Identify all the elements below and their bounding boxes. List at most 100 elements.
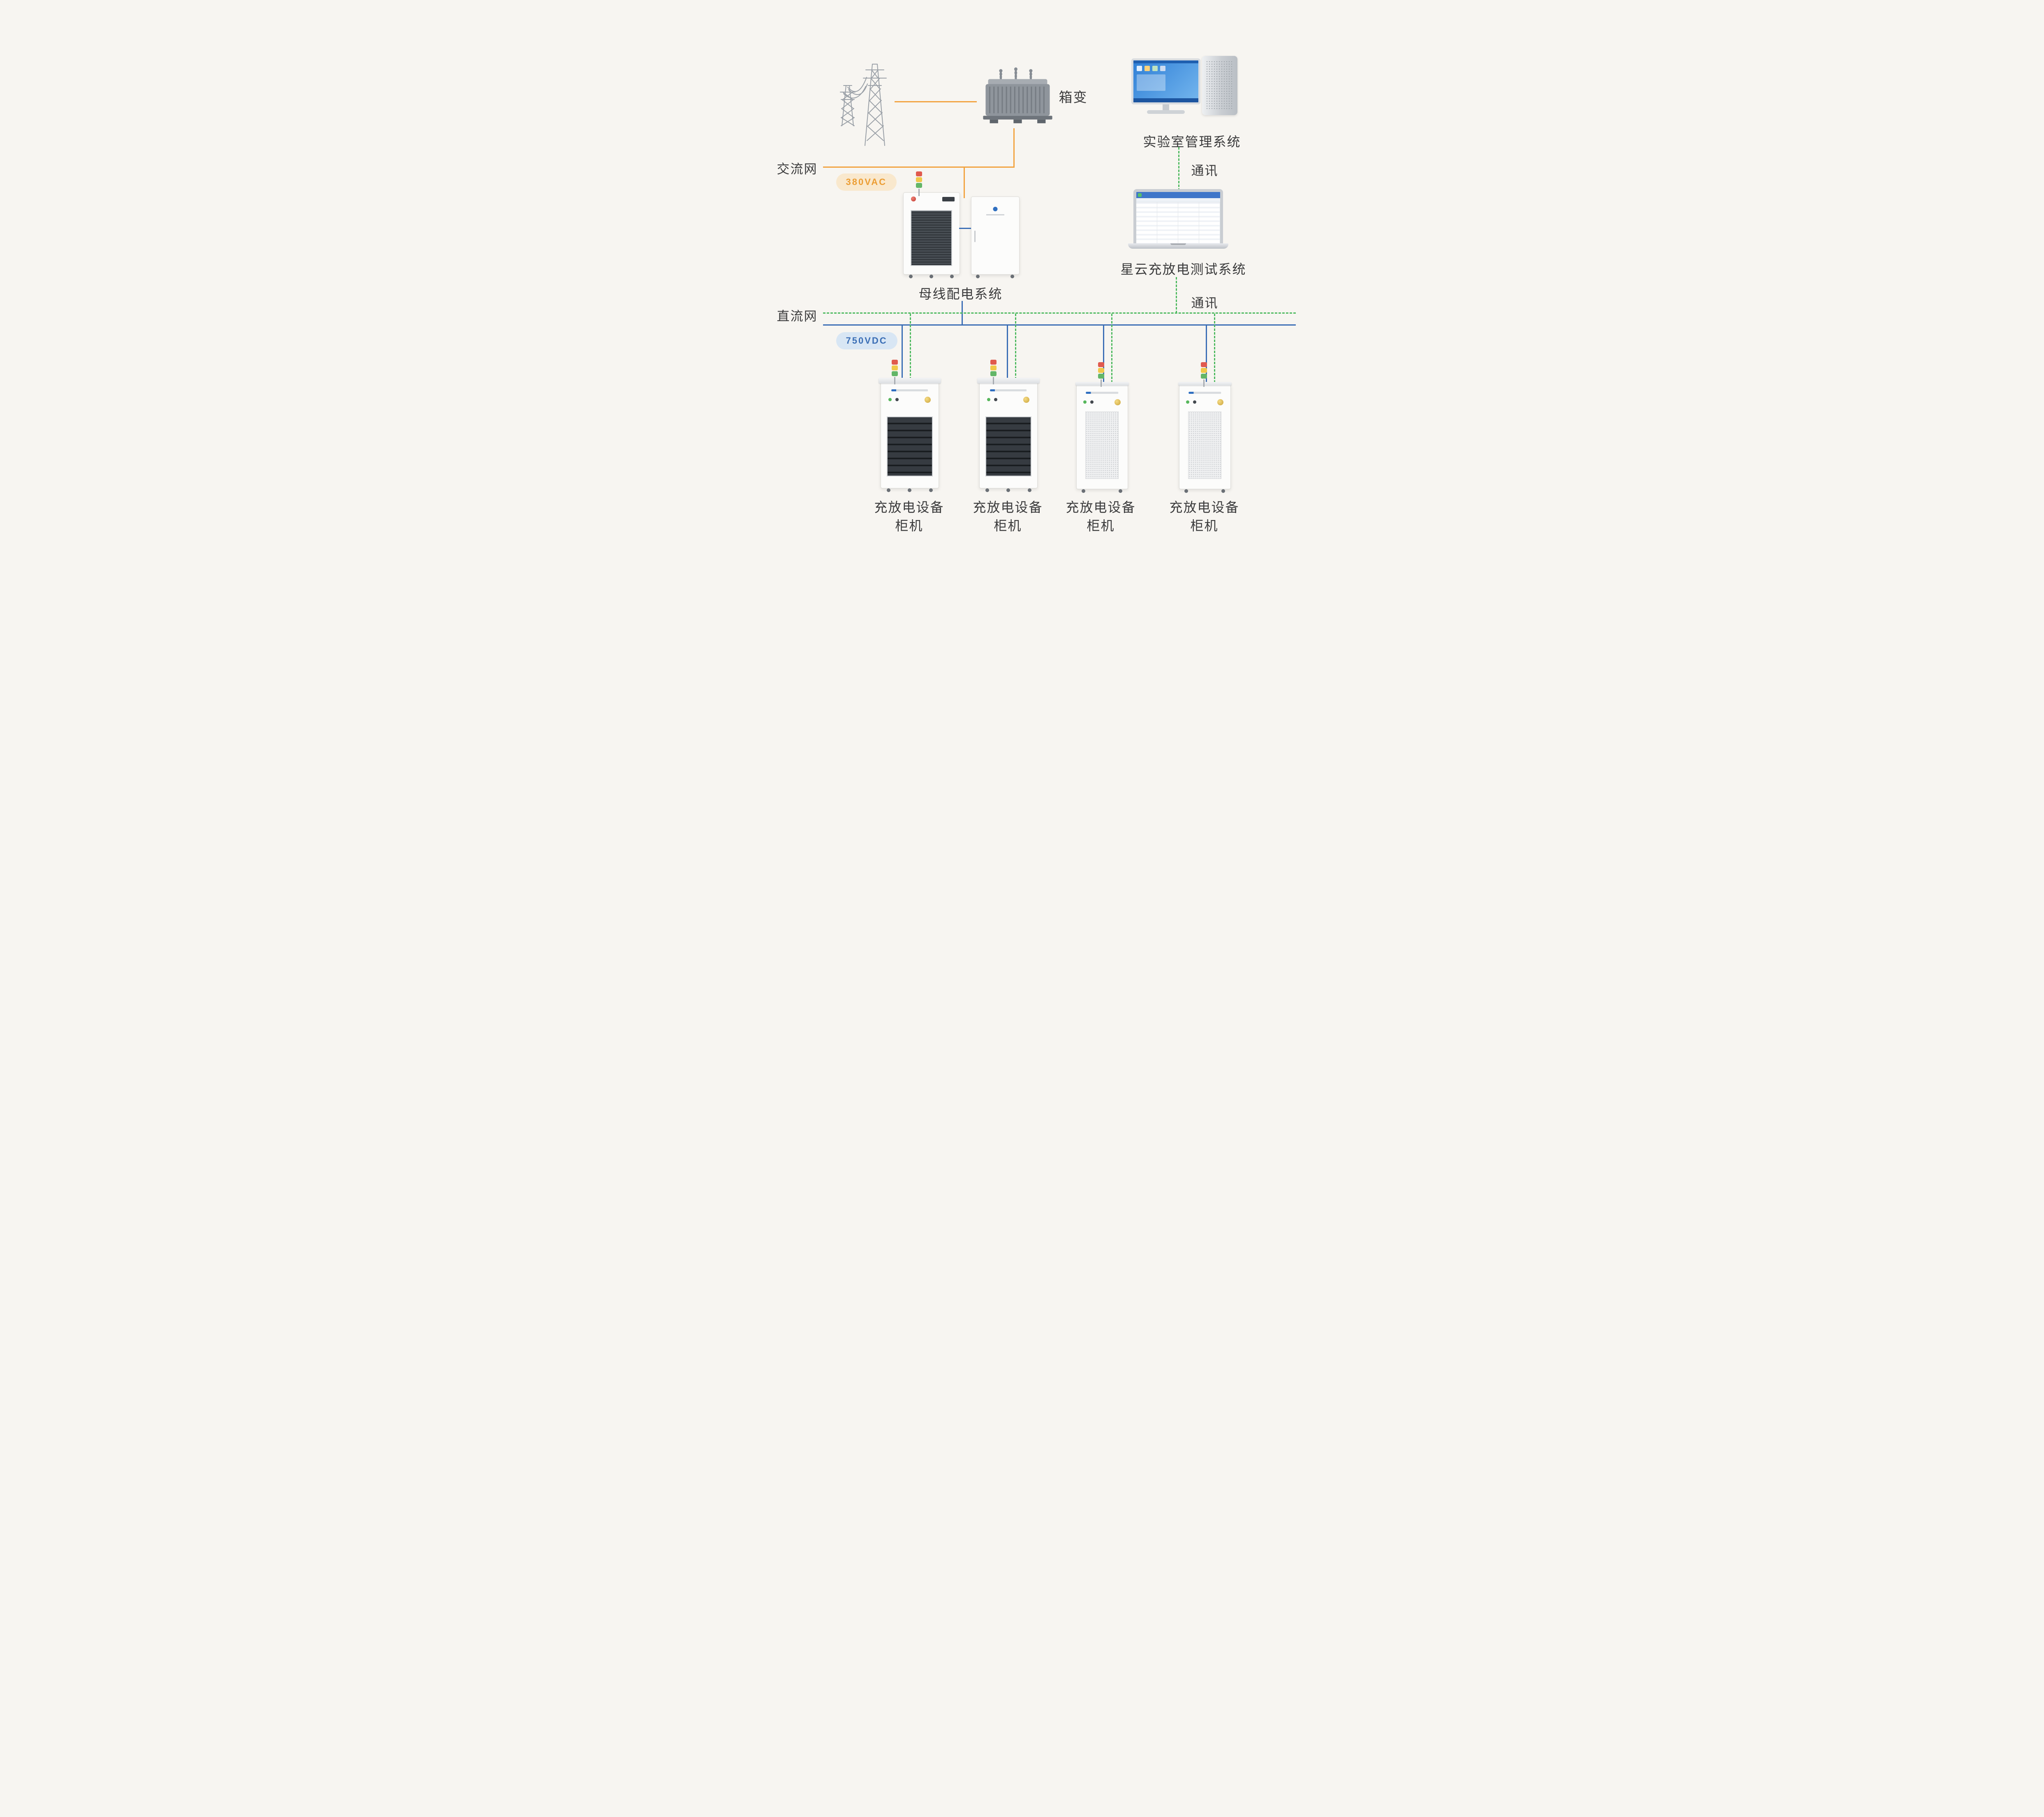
test-system-label: 星云充放电测试系统	[1120, 262, 1246, 277]
comm-drop-cabinet-3	[1111, 314, 1112, 383]
cabinet-label-line2: 柜机	[895, 518, 923, 533]
comm-top-label: 通讯	[1191, 164, 1219, 178]
emergency-stop-button	[925, 396, 931, 403]
laptop-screen	[1133, 189, 1223, 243]
charge-discharge-cabinet-3	[1075, 362, 1129, 493]
laptop-app-toolbar	[1136, 198, 1220, 202]
module-rack	[985, 416, 1031, 476]
laptop-app-table	[1136, 202, 1220, 243]
cabinet-label-line1: 充放电设备	[874, 500, 944, 515]
signal-tower-light	[1098, 362, 1104, 387]
cabinet-casters	[886, 488, 933, 492]
charge-discharge-cabinet-2	[977, 360, 1040, 492]
cabinet-casters	[1081, 489, 1123, 493]
ac-line-tower-to-transformer	[894, 101, 977, 102]
comm-bottom-label: 通讯	[1191, 296, 1219, 310]
laptop-app-logo	[1138, 193, 1142, 197]
pc-mesh-panel	[1205, 60, 1234, 111]
brand-text-line	[1085, 392, 1119, 394]
signal-tower-light	[891, 360, 898, 384]
module-rack	[886, 416, 933, 476]
comm-drop-cabinet-1	[909, 314, 911, 379]
charge-discharge-cabinet-1	[878, 360, 941, 492]
monitor-titlebar	[1133, 60, 1198, 63]
brand-text-line	[891, 389, 928, 391]
power-grid-tower-icon	[839, 64, 887, 146]
indicator-row	[1186, 398, 1224, 406]
cabinet-label-line2: 柜机	[1087, 518, 1115, 533]
indicator-row	[987, 396, 1030, 403]
box-transformer-icon	[983, 67, 1052, 123]
system-topology-diagram: 箱变 实验室管理系统 通讯 星云充放电测试系统 通讯 交流网 380VAC	[703, 0, 1341, 568]
monitor-taskbar	[1133, 98, 1198, 102]
signal-tower-light	[1200, 362, 1207, 387]
comm-line-lab-to-laptop	[1178, 147, 1179, 191]
laptop-app-header	[1136, 192, 1220, 198]
cabinet-label-line1: 充放电设备	[1169, 500, 1239, 515]
cabinet-casters	[985, 488, 1031, 492]
cabinet-casters	[976, 275, 1014, 278]
comm-line-laptop-to-bus	[1175, 277, 1177, 313]
ac-line-transformer-drop	[1013, 128, 1015, 168]
comm-bus-line	[823, 312, 1296, 314]
indicator-row	[1083, 398, 1121, 406]
busbar-system-label: 母线配电系统	[918, 287, 1003, 301]
ac-line-to-busbar	[963, 166, 965, 198]
cabinet-label-line1: 充放电设备	[1066, 500, 1136, 515]
cabinet-roof	[1178, 382, 1232, 386]
laptop-base	[1128, 243, 1228, 249]
cabinet-roof	[977, 378, 1040, 384]
signal-tower-light	[990, 360, 997, 384]
cabinet-4-label: 充放电设备 柜机	[1159, 498, 1250, 535]
test-system-laptop	[1128, 189, 1228, 249]
monitor-base	[1147, 110, 1185, 114]
cabinet-roof	[878, 378, 941, 384]
signal-tower-light	[916, 171, 922, 196]
brand-text-line	[1188, 392, 1221, 394]
dc-drop-cabinet-4	[1205, 326, 1207, 383]
indicator-row	[888, 396, 931, 403]
cabinet-vent-grille	[1188, 411, 1222, 479]
laptop-notch	[1170, 243, 1186, 245]
monitor-window	[1136, 74, 1165, 91]
monitor-desktop-icons	[1136, 66, 1165, 71]
cabinet-label-line1: 充放电设备	[973, 500, 1043, 515]
cabinet-roof	[1075, 382, 1129, 386]
lab-computer-monitor	[1131, 58, 1200, 114]
transformer-label: 箱变	[1059, 90, 1088, 105]
cabinet-casters	[1184, 489, 1225, 493]
cabinet-3-label: 充放电设备 柜机	[1056, 498, 1146, 535]
ac-network-label: 交流网	[777, 162, 818, 176]
busbar-cabinet-main	[903, 171, 960, 278]
cabinet-display	[942, 197, 955, 201]
cabinet-vent-grille	[911, 210, 952, 266]
ac-voltage-badge: 380VAC	[836, 173, 897, 191]
cabinet-label-line2: 柜机	[994, 518, 1022, 533]
monitor-stand	[1162, 104, 1169, 110]
cabinet-vent-grille	[1085, 411, 1119, 479]
dc-voltage-badge: 750VDC	[836, 332, 897, 349]
brand-logo-icon	[993, 207, 997, 211]
busbar-cabinet-aux	[971, 196, 1020, 278]
cabinet-label-line2: 柜机	[1190, 518, 1219, 533]
desktop-pc-tower	[1202, 56, 1237, 115]
dc-line-busbar-internal	[959, 228, 971, 229]
cabinet-casters	[909, 275, 954, 278]
dc-bus-line	[823, 324, 1296, 326]
comm-drop-cabinet-4	[1214, 314, 1215, 383]
dc-network-label: 直流网	[777, 309, 818, 324]
door-handle	[974, 231, 976, 242]
emergency-stop-button	[1217, 399, 1224, 405]
emergency-stop-button	[911, 196, 916, 201]
brand-text-line	[986, 214, 1004, 215]
dc-drop-cabinet-3	[1103, 326, 1104, 383]
ac-bus-line	[823, 166, 1015, 168]
brand-text-line	[990, 389, 1027, 391]
lab-system-label: 实验室管理系统	[1143, 134, 1241, 149]
charge-discharge-cabinet-4	[1178, 362, 1232, 493]
cabinet-1-label: 充放电设备 柜机	[864, 498, 955, 535]
monitor-screen	[1131, 58, 1200, 104]
emergency-stop-button	[1023, 396, 1030, 403]
cabinet-2-label: 充放电设备 柜机	[963, 498, 1053, 535]
emergency-stop-button	[1114, 399, 1121, 405]
